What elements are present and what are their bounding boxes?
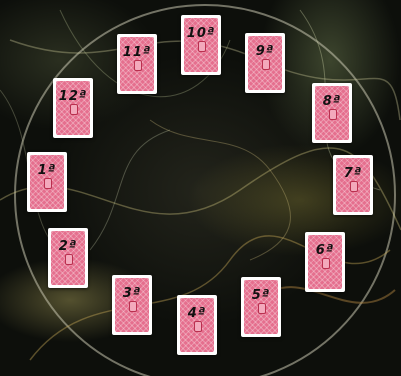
card-position-label: 2ª <box>48 239 88 254</box>
card-position-label: 11ª <box>117 45 157 60</box>
card-emblem-icon <box>65 254 73 265</box>
card-12[interactable]: 12ª <box>53 78 93 138</box>
card-position-label: 12ª <box>53 89 93 104</box>
card-emblem-icon <box>198 41 206 52</box>
card-position-label: 10ª <box>181 26 221 41</box>
card-emblem-icon <box>262 59 270 70</box>
card-position-label: 6ª <box>305 243 345 258</box>
card-position-label: 9ª <box>245 44 285 59</box>
card-emblem-icon <box>350 181 358 192</box>
card-emblem-icon <box>70 104 78 115</box>
card-position-label: 5ª <box>241 288 281 303</box>
card-1[interactable]: 1ª <box>27 152 67 212</box>
card-emblem-icon <box>322 258 330 269</box>
card-10[interactable]: 10ª <box>181 15 221 75</box>
card-emblem-icon <box>194 321 202 332</box>
card-3[interactable]: 3ª <box>112 275 152 335</box>
card-position-label: 4ª <box>177 306 217 321</box>
card-emblem-icon <box>129 301 137 312</box>
card-2[interactable]: 2ª <box>48 228 88 288</box>
card-4[interactable]: 4ª <box>177 295 217 355</box>
card-position-label: 7ª <box>333 166 373 181</box>
card-6[interactable]: 6ª <box>305 232 345 292</box>
card-11[interactable]: 11ª <box>117 34 157 94</box>
card-emblem-icon <box>44 178 52 189</box>
card-emblem-icon <box>134 60 142 71</box>
card-emblem-icon <box>258 303 266 314</box>
card-7[interactable]: 7ª <box>333 155 373 215</box>
card-position-label: 1ª <box>27 163 67 178</box>
card-9[interactable]: 9ª <box>245 33 285 93</box>
card-position-label: 3ª <box>112 286 152 301</box>
card-5[interactable]: 5ª <box>241 277 281 337</box>
card-emblem-icon <box>329 109 337 120</box>
card-8[interactable]: 8ª <box>312 83 352 143</box>
card-position-label: 8ª <box>312 94 352 109</box>
